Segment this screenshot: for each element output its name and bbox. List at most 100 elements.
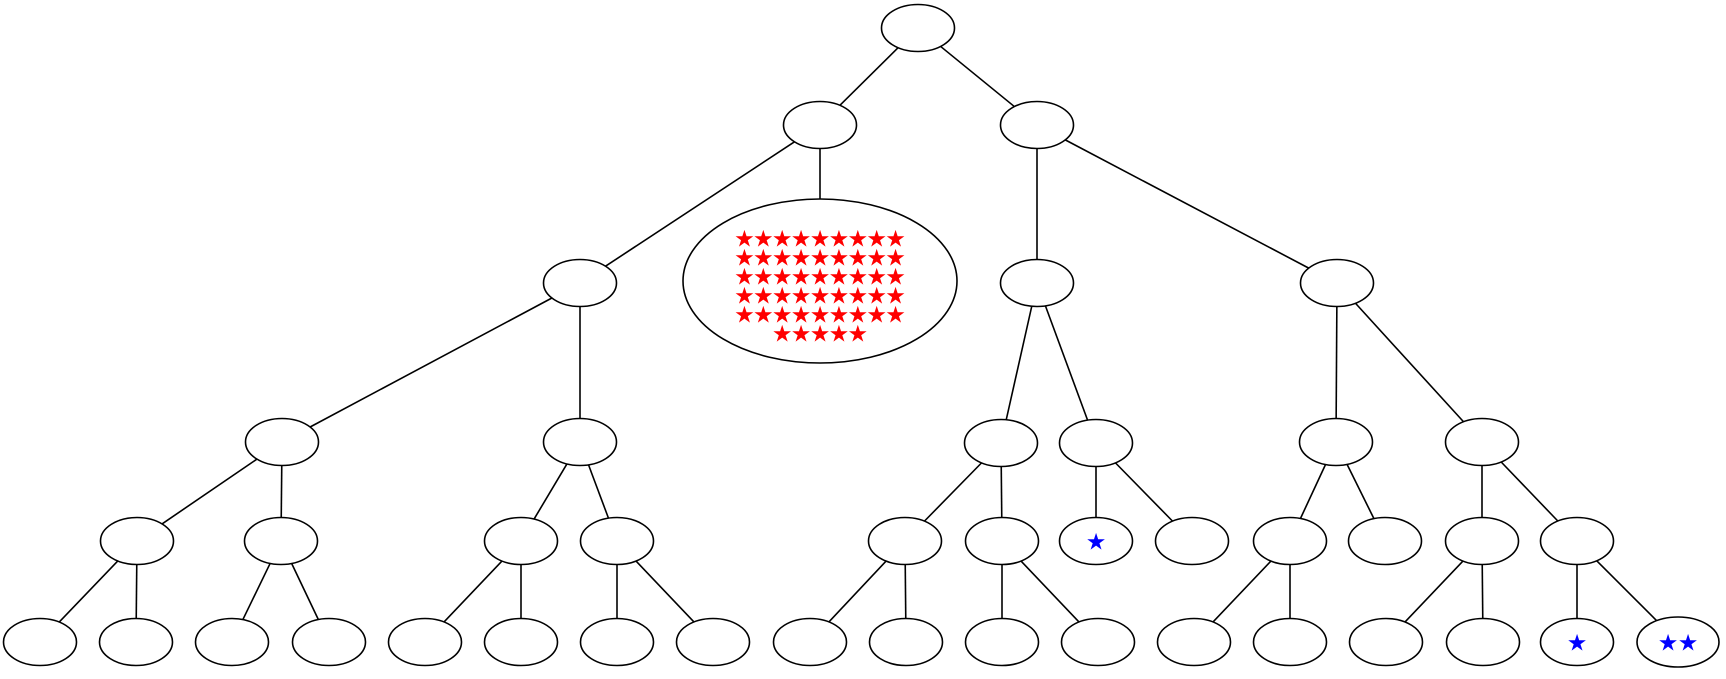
star-icon: ★ bbox=[829, 283, 850, 309]
star-icon: ★ bbox=[829, 226, 850, 252]
star-icon: ★ bbox=[885, 245, 906, 271]
star-icon: ★ bbox=[1678, 630, 1699, 656]
tree-node-d11 bbox=[1444, 516, 1520, 566]
tree-edge-d5-e10 bbox=[904, 564, 907, 619]
star-icon: ★ bbox=[810, 283, 831, 309]
tree-node-d12 bbox=[1539, 516, 1615, 566]
star-icon: ★ bbox=[734, 283, 755, 309]
tree-node-d4 bbox=[579, 516, 655, 566]
star-icon: ★ bbox=[829, 245, 850, 271]
star-icon: ★ bbox=[866, 226, 887, 252]
star-icon: ★ bbox=[885, 283, 906, 309]
star-icon: ★ bbox=[810, 245, 831, 271]
tree-edge-d3-e5 bbox=[443, 560, 503, 623]
tree-node-a2 bbox=[999, 100, 1075, 150]
tree-node-e7 bbox=[579, 617, 655, 667]
tree-node-c4 bbox=[1058, 418, 1134, 468]
tree-node-e15 bbox=[1348, 617, 1424, 667]
tree-edge-d11-e15 bbox=[1404, 560, 1464, 623]
star-icon: ★ bbox=[810, 226, 831, 252]
tree-edge-b3-c4 bbox=[1044, 305, 1089, 421]
tree-edge-d1-e2 bbox=[135, 564, 138, 619]
star-icon: ★ bbox=[847, 245, 868, 271]
tree-edge-c5-d9 bbox=[1299, 464, 1327, 519]
star-icon: ★ bbox=[810, 302, 831, 328]
star-icon: ★ bbox=[866, 283, 887, 309]
star-icon: ★ bbox=[885, 264, 906, 290]
star-icon: ★ bbox=[885, 226, 906, 252]
tree-edge-c1-d1 bbox=[161, 458, 258, 525]
tree-edge-c3-d6 bbox=[1000, 466, 1003, 518]
tree-edge-d11-e16 bbox=[1481, 564, 1484, 619]
tree-edge-d12-e18 bbox=[1596, 560, 1658, 622]
tree-node-b3 bbox=[999, 258, 1075, 308]
tree-node-e4 bbox=[291, 617, 367, 667]
star-icon: ★ bbox=[866, 245, 887, 271]
star-icon: ★ bbox=[772, 321, 793, 347]
tree-edge-c3-d5 bbox=[923, 462, 983, 522]
tree-node-c6 bbox=[1444, 417, 1520, 467]
star-icon: ★ bbox=[847, 226, 868, 252]
star-icon: ★ bbox=[753, 226, 774, 252]
tree-edge-b3-c3 bbox=[1005, 306, 1033, 420]
star-icon: ★ bbox=[810, 264, 831, 290]
tree-node-d8 bbox=[1154, 516, 1230, 566]
tree-edge-a2-b4 bbox=[1064, 139, 1310, 269]
star-icon: ★ bbox=[791, 321, 812, 347]
tree-edge-r-a2 bbox=[940, 45, 1015, 108]
tree-edge-d1-e1 bbox=[58, 560, 119, 623]
star-icon: ★ bbox=[791, 226, 812, 252]
tree-node-a1 bbox=[782, 100, 858, 150]
tree-node-d10 bbox=[1347, 516, 1423, 566]
tree-node-e3 bbox=[194, 617, 270, 667]
tree-node-d2 bbox=[243, 516, 319, 566]
star-icon: ★ bbox=[829, 264, 850, 290]
star-icon: ★ bbox=[866, 302, 887, 328]
tree-edge-c2-d3 bbox=[533, 463, 568, 520]
star-icon: ★ bbox=[791, 264, 812, 290]
tree-node-e6 bbox=[483, 617, 559, 667]
tree-node-e11 bbox=[964, 617, 1040, 667]
star-icon: ★ bbox=[734, 226, 755, 252]
tree-node-e9 bbox=[772, 617, 848, 667]
star-icon: ★ bbox=[847, 283, 868, 309]
tree-node-e10 bbox=[868, 617, 944, 667]
tree-edge-d2-e4 bbox=[290, 563, 320, 620]
star-icon: ★ bbox=[847, 302, 868, 328]
tree-node-c2 bbox=[542, 417, 618, 467]
tree-edge-d4-e8 bbox=[635, 560, 695, 623]
tree-node-d1 bbox=[99, 516, 175, 566]
star-icon: ★ bbox=[734, 302, 755, 328]
tree-edge-a1-b1 bbox=[605, 141, 795, 267]
star-icon: ★ bbox=[753, 245, 774, 271]
tree-node-b4 bbox=[1299, 258, 1375, 308]
star-icon: ★ bbox=[810, 321, 831, 347]
tree-edge-r-a1 bbox=[839, 47, 899, 106]
star-icon: ★ bbox=[791, 302, 812, 328]
tree-node-d6 bbox=[964, 516, 1040, 566]
tree-node-r bbox=[880, 3, 956, 53]
star-icon: ★ bbox=[885, 302, 906, 328]
tree-edge-c6-d12 bbox=[1500, 461, 1559, 522]
tree-node-d7 bbox=[1058, 516, 1134, 566]
tree-edge-d9-e13 bbox=[1212, 560, 1272, 623]
star-icon: ★ bbox=[829, 302, 850, 328]
tree-node-b1 bbox=[542, 258, 618, 308]
star-icon: ★ bbox=[791, 245, 812, 271]
tree-node-e16 bbox=[1445, 617, 1521, 667]
tree-node-e18 bbox=[1636, 616, 1720, 668]
star-icon: ★ bbox=[753, 283, 774, 309]
tree-edge-b4-c5 bbox=[1335, 306, 1338, 419]
tree-node-d5 bbox=[867, 516, 943, 566]
star-icon: ★ bbox=[734, 264, 755, 290]
tree-edge-c2-d4 bbox=[587, 464, 610, 519]
star-icon: ★ bbox=[772, 302, 793, 328]
tree-node-c3 bbox=[963, 418, 1039, 468]
star-icon: ★ bbox=[772, 245, 793, 271]
tree-node-e17 bbox=[1539, 617, 1615, 667]
star-icon: ★ bbox=[772, 226, 793, 252]
tree-node-e2 bbox=[98, 617, 174, 667]
star-icon: ★ bbox=[866, 264, 887, 290]
